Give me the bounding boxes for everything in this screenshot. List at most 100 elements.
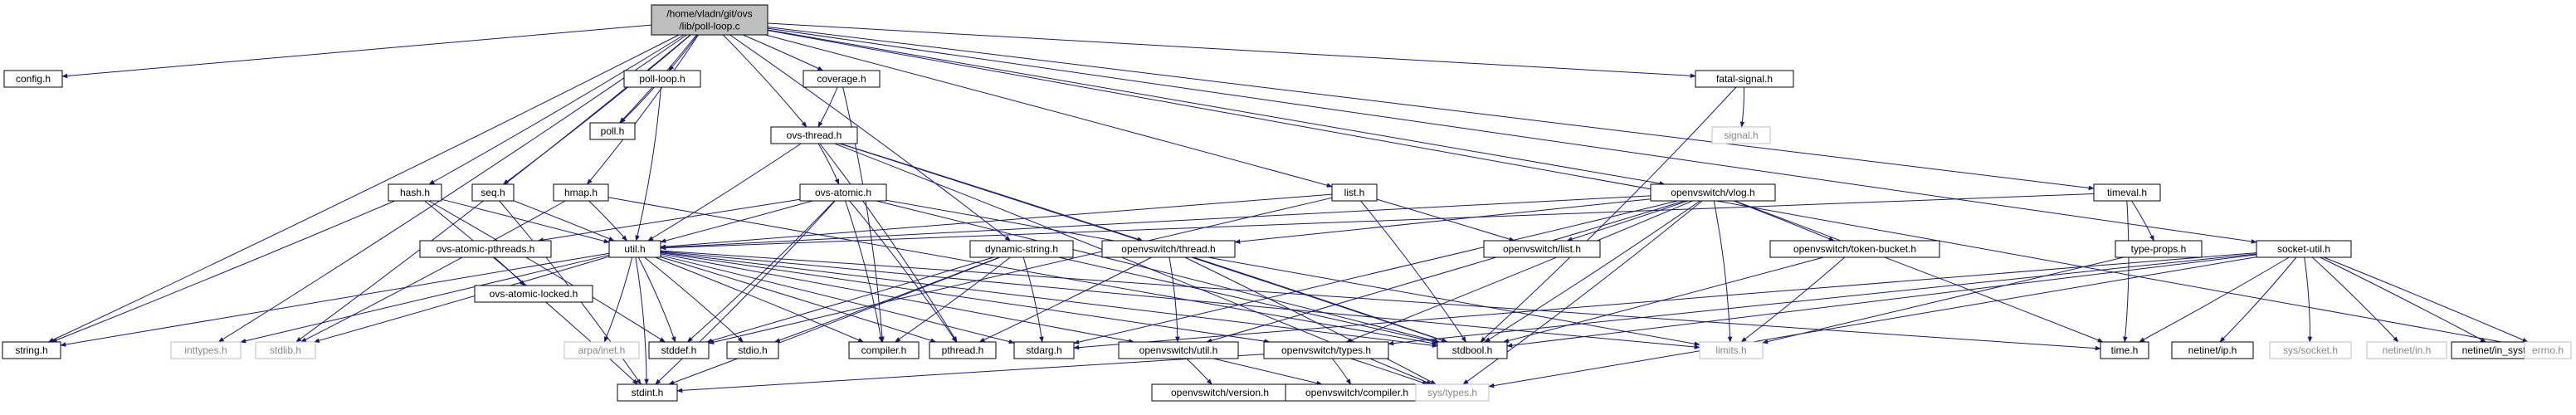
node-box [2256,240,2352,258]
edge-socketutil-to-ovstypes [1388,253,2257,346]
edge-root-to-pollloop [668,34,698,71]
edge-util-to-arpa [603,256,633,343]
node-time[interactable]: time.h [2100,341,2149,359]
edge-ovsthreadpub-to-pthread [978,256,1152,343]
node-box [929,341,997,359]
node-netinetip[interactable]: netinet/ip.h [2171,341,2254,359]
node-compiler[interactable]: compiler.h [848,341,920,359]
node-tokenbucket[interactable]: openvswitch/token-bucket.h [1769,240,1940,258]
node-coverage[interactable]: coverage.h [803,70,881,88]
edge-vlog-to-stdarg [1073,200,1678,344]
edge-root-to-ovsthread [722,34,807,128]
node-list[interactable]: list.h [1331,183,1378,202]
node-hmap[interactable]: hmap.h [553,183,609,202]
node-box [2524,341,2572,359]
node-label: type-props.h [2131,243,2187,255]
node-root[interactable]: /home/vladn/git/ovs/lib/poll-loop.c [651,4,768,36]
node-label: socket-util.h [2277,243,2330,255]
node-ovsthread[interactable]: ovs-thread.h [770,126,858,144]
node-ovsversion[interactable]: openvswitch/version.h [1151,383,1289,402]
edge-root-to-dynstring [729,34,1011,242]
node-typeprops[interactable]: type-props.h [2115,240,2203,258]
edge-socketutil-to-netinetin [2311,256,2399,343]
node-ovsthreadpub[interactable]: openvswitch/thread.h [1101,240,1236,258]
edge-root-to-config [61,24,652,79]
edge-util-to-stdint [635,256,649,385]
node-fatalsignal[interactable]: fatal-signal.h [1695,70,1794,88]
node-label: signal.h [1724,129,1758,141]
node-label: list.h [1344,187,1365,198]
edge-ovstypes-to-stdint [676,354,1265,393]
edge-vlog-to-ovslist [1566,200,1688,242]
node-box [2,341,61,359]
node-config[interactable]: config.h [3,70,63,88]
edge-ovsutil-to-ovscompiler [1213,358,1323,386]
edge-layer [47,22,2529,393]
edge-hash-to-util [441,198,610,244]
node-box [651,4,768,36]
node-seq[interactable]: seq.h [471,183,515,202]
node-box [1101,240,1236,258]
edge-hmap-to-stdlib [300,200,566,343]
node-util[interactable]: util.h [608,240,661,258]
node-arpa: arpa/inet.h [564,341,640,359]
node-string[interactable]: string.h [2,341,61,359]
node-box [1650,183,1776,202]
node-box [589,122,636,140]
node-pthread[interactable]: pthread.h [929,341,997,359]
edge-vlog-to-stdbool [1484,200,1700,343]
edge-util-to-stdio [644,256,744,343]
edge-socketutil-to-errno [2323,256,2529,343]
edge-vlog-to-ovsthreadpub [1234,198,1651,244]
node-timeval[interactable]: timeval.h [2093,183,2161,202]
edge-hmap-to-stdbool [607,197,1438,346]
edge-pollloop-to-poll [619,86,655,124]
node-vlog[interactable]: openvswitch/vlog.h [1650,183,1776,202]
edge-root-to-seq [502,34,691,185]
node-ovstypes[interactable]: openvswitch/types.h [1263,341,1389,359]
node-ovslist[interactable]: openvswitch/list.h [1483,240,1601,258]
node-stdio[interactable]: stdio.h [726,341,779,359]
node-stdarg[interactable]: stdarg.h [1013,341,1075,359]
edge-ovsatomic-to-stdbool [876,200,1440,344]
node-dynstring[interactable]: dynamic-string.h [969,240,1074,258]
node-stdint[interactable]: stdint.h [617,383,678,402]
node-box [623,70,701,88]
node-box [471,183,515,202]
node-label: stddef.h [661,344,697,356]
node-box [1013,341,1075,359]
edge-ovsatomic-to-util [660,200,813,243]
node-ovscompiler[interactable]: openvswitch/compiler.h [1285,383,1429,402]
edge-dynstring-to-stddef [706,256,994,343]
node-label: netinet/ip.h [2188,344,2237,356]
edge-root-to-string [47,34,680,343]
edge-vlog-to-systypes [1462,200,1703,385]
node-box [170,341,242,359]
edge-dynstring-to-compiler [895,256,1011,343]
node-box [803,70,881,88]
node-layer: /home/vladn/git/ovs/lib/poll-loop.c confi… [2,4,2572,402]
edge-ovsthread-to-util [647,143,802,242]
node-label: openvswitch/token-bucket.h [1793,243,1916,255]
node-box [1331,183,1378,202]
edge-hash-to-stddef [428,200,666,343]
node-ovsutil[interactable]: openvswitch/util.h [1118,341,1239,359]
node-poll[interactable]: poll.h [589,122,636,140]
node-ovsatomicpth[interactable]: ovs-atomic-pthreads.h [419,240,552,258]
node-stddef[interactable]: stddef.h [648,341,710,359]
node-label: stdarg.h [1026,344,1061,356]
node-label: /lib/poll-loop.c [679,21,739,32]
node-box [1415,383,1490,402]
node-label: openvswitch/version.h [1171,387,1269,398]
node-ovsatomic[interactable]: ovs-atomic.h [799,183,887,202]
node-socketutil[interactable]: socket-util.h [2256,240,2352,258]
node-pollloop[interactable]: poll-loop.h [623,70,701,88]
node-ovsatomiclocked[interactable]: ovs-atomic-locked.h [474,285,593,303]
node-hash[interactable]: hash.h [388,183,442,202]
node-box [2100,341,2149,359]
node-label: openvswitch/types.h [1281,344,1371,356]
node-box [608,240,661,258]
node-stdbool[interactable]: stdbool.h [1437,341,1508,359]
node-box [2093,183,2161,202]
edge-ovsthread-to-ovsatomic [817,143,840,185]
